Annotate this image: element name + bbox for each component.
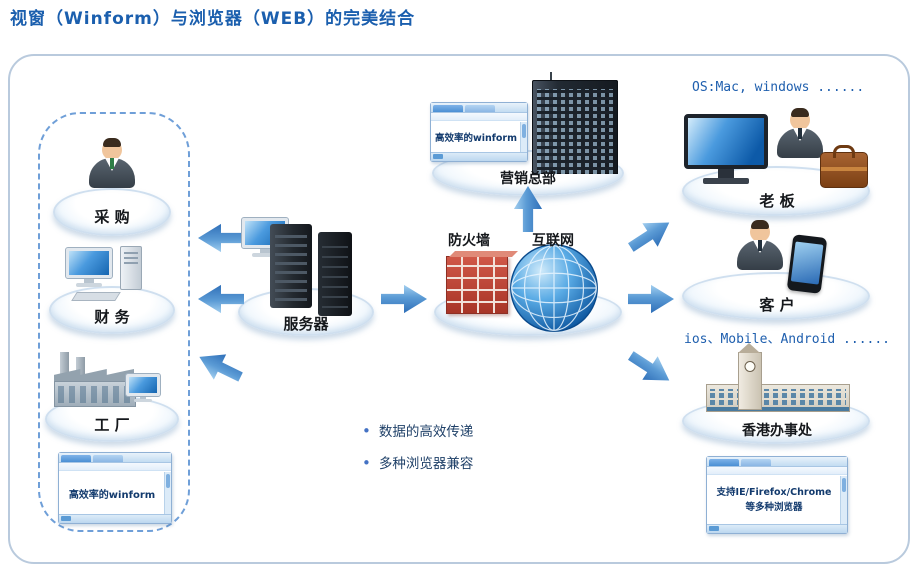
node-server: 服务器: [236, 210, 376, 338]
procurement-label: 采 购: [94, 208, 130, 226]
monitor-screen: [684, 114, 768, 169]
keyboard-icon: [71, 292, 121, 301]
winform-browser-window-left: 高效率的winform: [58, 452, 172, 524]
monitor-stand: [139, 395, 147, 400]
browser-tab: [433, 105, 463, 112]
page-title: 视窗（Winform）与浏览器（WEB）的完美结合: [10, 9, 416, 29]
person-icon: [776, 108, 824, 166]
intranet-group-outline: [38, 112, 190, 532]
browser-content-text: 高效率的winform: [68, 489, 156, 501]
factory-label: 工 厂: [94, 416, 130, 434]
browser-tab: [465, 105, 495, 112]
node-marketing-hq: 高效率的winform 营销总部: [428, 72, 628, 198]
winform-browser-window-hq: 高效率的winform: [430, 102, 528, 162]
marketing-label: 营销总部: [500, 171, 556, 187]
clock-tower-icon: [738, 343, 762, 410]
browser-scrollbar: [164, 472, 171, 514]
server-tower-icon: [270, 224, 312, 308]
bullet-dot: •: [362, 422, 371, 440]
chimney-icon: [60, 352, 69, 380]
office-building-icon: [706, 384, 850, 412]
monitor-base: [76, 283, 102, 287]
smartphone-icon: [786, 234, 828, 294]
node-factory: 工 厂: [42, 352, 182, 444]
monitor-screen: [125, 373, 161, 397]
pc-tower-icon: [120, 246, 142, 290]
browser-scrollbar: [840, 476, 847, 524]
node-finance: 财 务: [46, 246, 178, 336]
firewall-label: 防火墙: [448, 233, 490, 249]
browser-titlebar: [431, 103, 527, 113]
person-head: [750, 220, 770, 242]
node-hk-office: 香港办事处: [680, 343, 874, 446]
browser-tab: [741, 459, 771, 466]
monitor-base: [252, 253, 278, 257]
customer-label: 客 户: [759, 296, 795, 314]
factory-icon: [54, 352, 162, 407]
browser-content-text: 高效率的winform: [434, 133, 518, 144]
browser-content-line1: 支持IE/Firefox/Chrome: [716, 486, 832, 498]
browser-statusbar: [59, 514, 171, 523]
bullet-text: 多种浏览器兼容: [378, 456, 474, 472]
monitor-stand: [84, 278, 94, 284]
globe-icon: [508, 242, 600, 334]
hk-office-label: 香港办事处: [742, 423, 812, 439]
browser-tab: [709, 459, 739, 466]
monitor-base: [133, 399, 153, 402]
browser-compat-window: 支持IE/Firefox/Chrome 等多种浏览器: [706, 456, 848, 534]
mobile-note: ios、Mobile、Android ......: [684, 332, 891, 347]
factory-building: [54, 381, 136, 407]
monitor-screen: [65, 246, 113, 280]
brick-wall-icon: [446, 256, 508, 314]
platform-ellipse: [53, 188, 171, 236]
browser-content-text: 支持IE/Firefox/Chrome 等多种浏览器: [707, 476, 841, 524]
browser-tab: [93, 455, 123, 462]
browser-statusbar: [431, 152, 527, 161]
person-body: [89, 158, 135, 188]
browser-titlebar: [707, 457, 847, 467]
desktop-computer-icon: [65, 246, 113, 290]
monitor-icon: [125, 373, 161, 404]
finance-label: 财 务: [94, 308, 130, 326]
monitor-stand: [260, 248, 270, 254]
monitor-base: [702, 177, 750, 184]
bullet-browser-compat: • 多种浏览器兼容: [362, 452, 473, 472]
briefcase-icon: [820, 152, 868, 188]
diagram-frame: [8, 54, 910, 564]
browser-toolbar: [431, 113, 527, 121]
bullet-dot: •: [362, 454, 371, 472]
person-head: [102, 138, 122, 160]
node-boss: 老 板: [680, 106, 874, 218]
browser-statusbar: [707, 524, 847, 533]
person-body: [737, 240, 783, 270]
chimney-icon: [76, 357, 85, 380]
person-body: [777, 128, 823, 158]
node-procurement: 采 购: [50, 138, 174, 238]
bullet-text: 数据的高效传递: [378, 424, 474, 440]
browser-toolbar: [59, 463, 171, 471]
node-customer: 客 户: [680, 220, 874, 322]
browser-content-line2: 等多种浏览器: [745, 502, 803, 513]
server-label: 服务器: [283, 315, 329, 333]
monitor-stand: [717, 168, 735, 178]
browser-titlebar: [59, 453, 171, 463]
bullet-data-transfer: • 数据的高效传递: [362, 420, 473, 440]
monitor-icon: [684, 114, 768, 190]
browser-toolbar: [707, 467, 847, 475]
node-network: 防火墙 互联网: [432, 230, 624, 340]
internet-label: 互联网: [532, 233, 574, 249]
person-head: [790, 108, 810, 130]
browser-tab: [61, 455, 91, 462]
server-tower-icon: [318, 232, 352, 316]
os-note: OS:Mac, windows ......: [692, 80, 865, 95]
platform-ellipse: [682, 272, 870, 320]
browser-scrollbar: [520, 122, 527, 152]
person-icon: [88, 138, 136, 196]
person-icon: [736, 220, 784, 278]
office-building-icon: [532, 72, 618, 174]
boss-label: 老 板: [759, 192, 795, 210]
